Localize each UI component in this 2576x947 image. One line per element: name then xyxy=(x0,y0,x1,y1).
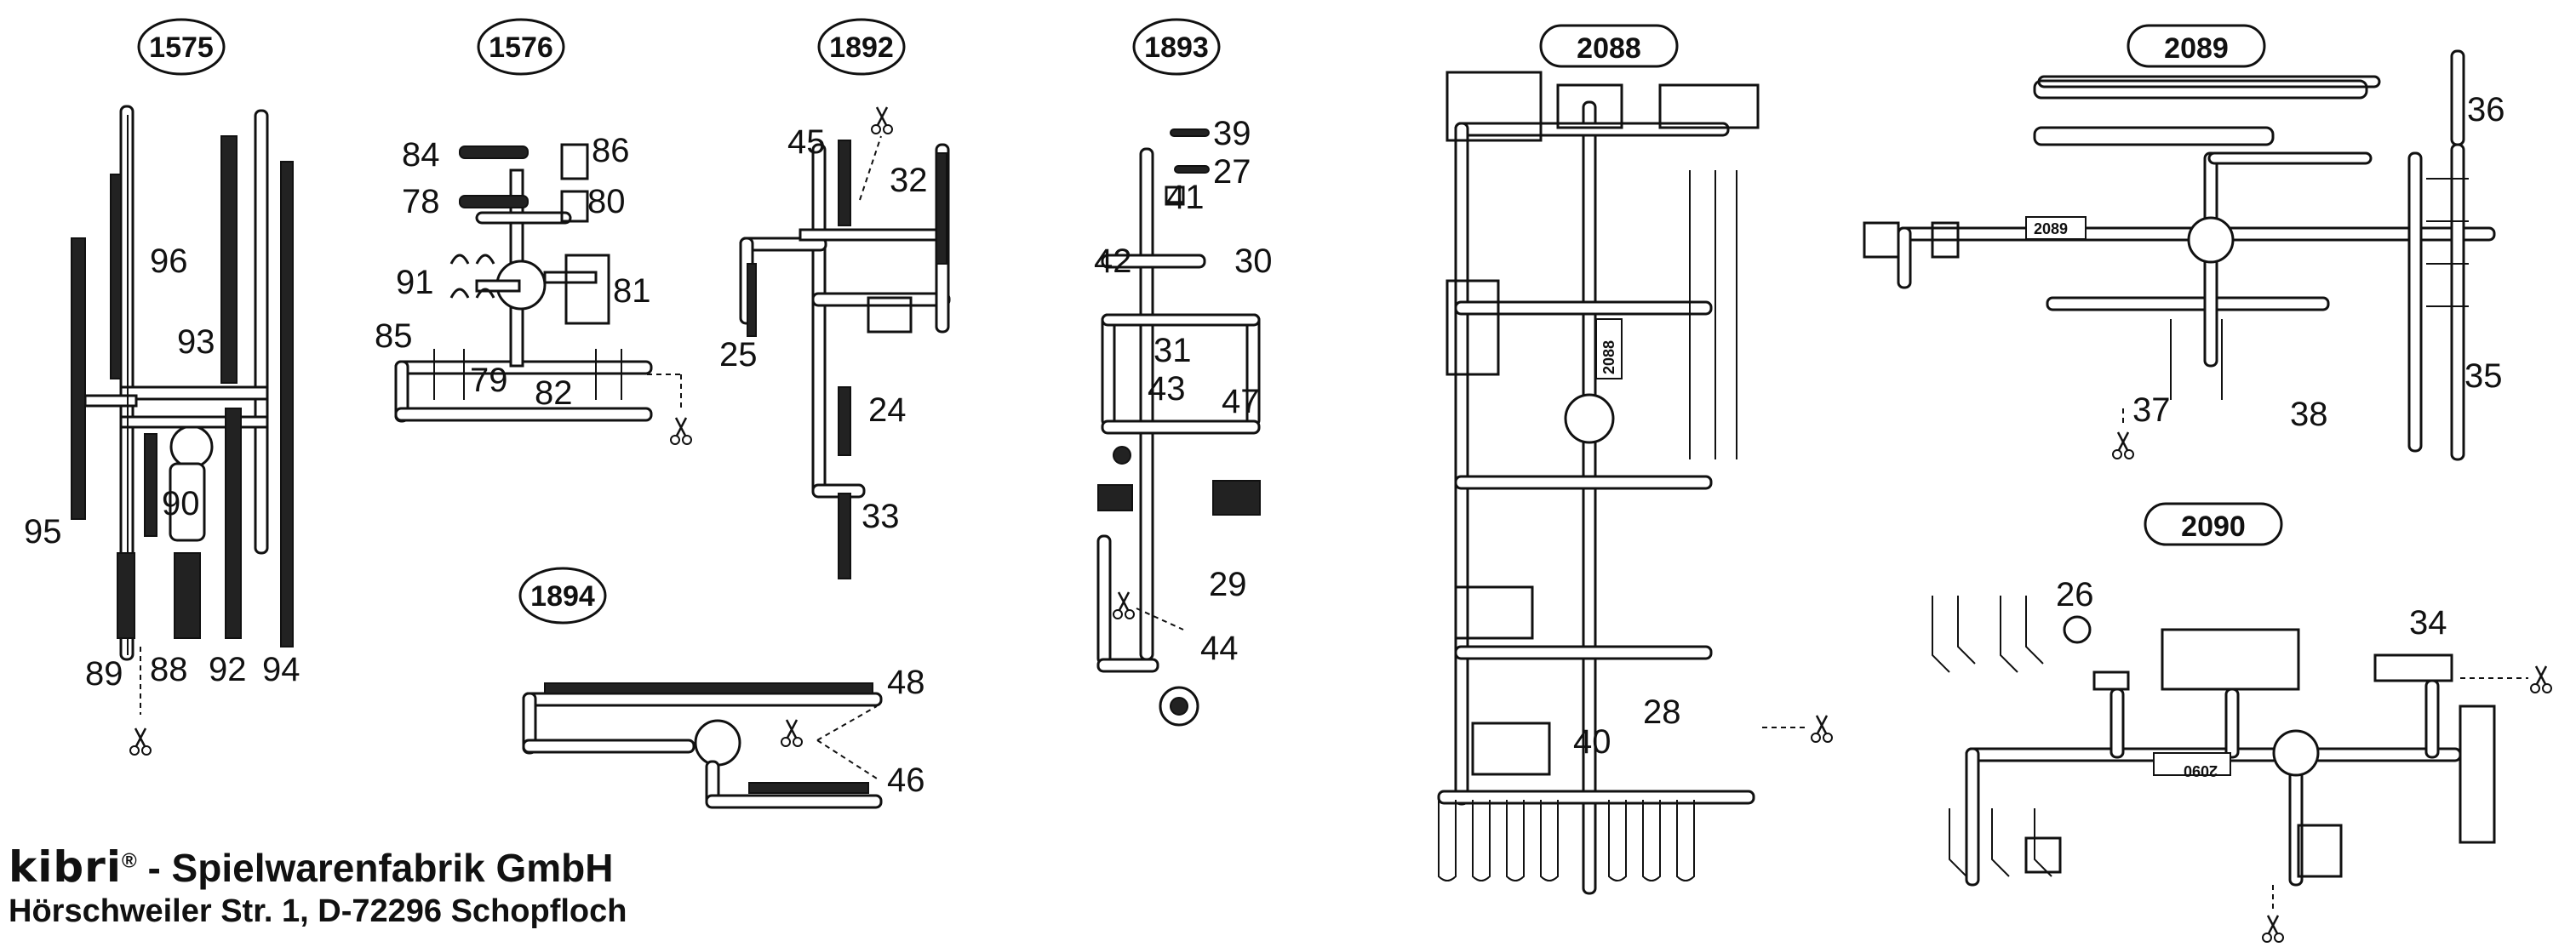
part-number: 25 xyxy=(719,336,758,374)
part-number: 42 xyxy=(1094,242,1132,280)
sprue-2089: 2089 2089 36 35 37 38 xyxy=(1863,24,2505,461)
part-number: 45 xyxy=(787,123,826,161)
dark-part-group xyxy=(1097,128,1261,727)
part-number: 40 xyxy=(1573,723,1611,761)
part-number: 82 xyxy=(535,374,573,412)
part-number: 39 xyxy=(1213,115,1251,152)
part-number: 31 xyxy=(1153,332,1192,369)
part-number: 94 xyxy=(262,651,301,688)
sheet-id: 1892 xyxy=(829,31,894,64)
molded-label: 2090 xyxy=(2184,762,2218,779)
part-number: 96 xyxy=(150,242,188,280)
part-number: 29 xyxy=(1209,566,1247,603)
sheet-id-oval xyxy=(817,18,906,76)
part-number: 32 xyxy=(890,162,928,199)
scissors-icon xyxy=(870,106,894,135)
part-number: 81 xyxy=(613,272,651,310)
company-address: Hörschweiler Str. 1, D-72296 Schopfloch xyxy=(9,893,627,929)
sprue-2090: 2090 2090 26 34 xyxy=(1932,502,2553,944)
scissors-icon xyxy=(1810,714,1834,744)
part-number: 92 xyxy=(209,651,247,688)
scissors-icon xyxy=(129,727,152,756)
part-number: 80 xyxy=(587,183,626,220)
part-number: 86 xyxy=(592,132,630,169)
sheet-id: 2088 xyxy=(1577,32,1641,65)
part-number: 89 xyxy=(85,655,123,693)
part-number: 35 xyxy=(2464,357,2503,395)
sprue-1892: 1892 45 32 25 24 33 xyxy=(719,18,951,579)
sprue-frame: 2089 xyxy=(1863,49,2496,461)
sheet-id: 1576 xyxy=(489,31,553,64)
part-number: 85 xyxy=(375,317,413,355)
sheet-id-oval xyxy=(2144,502,2283,546)
sheet-id-oval xyxy=(1132,18,1221,76)
part-number: 47 xyxy=(1222,383,1260,420)
part-number: 38 xyxy=(2290,396,2328,433)
part-number: 84 xyxy=(402,136,440,174)
part-number: 41 xyxy=(1166,179,1205,216)
sheet-id-oval xyxy=(137,18,226,76)
molded-label: 2089 xyxy=(2034,220,2068,237)
sheet-id-oval xyxy=(1539,24,1679,68)
part-number: 44 xyxy=(1200,630,1239,667)
sprue-1576: 1576 84 86 78 80 91 81 85 xyxy=(375,18,693,446)
part-number: 37 xyxy=(2132,391,2171,429)
sprue-1575: 1575 96 93 95 90 89 88 92 94 xyxy=(24,18,301,756)
scissors-icon xyxy=(2111,431,2135,460)
sheet-id: 1893 xyxy=(1144,31,1209,64)
dark-part-group xyxy=(71,135,294,647)
scissors-icon xyxy=(2529,665,2553,694)
part-number: 93 xyxy=(177,323,215,361)
part-number: 43 xyxy=(1148,370,1186,408)
scissors-icon xyxy=(669,416,693,446)
dark-part-group xyxy=(544,682,873,794)
sprue-2088: 2088 2088 40 28 xyxy=(1437,24,1834,895)
sprue-frame xyxy=(394,168,653,423)
brand-name: kibri xyxy=(9,842,122,892)
part-number: 88 xyxy=(150,651,188,688)
scissors-icon xyxy=(1112,590,1136,620)
part-number: 24 xyxy=(868,391,907,429)
part-number: 90 xyxy=(162,485,200,522)
sheet-id-oval xyxy=(2127,24,2266,68)
part-number: 34 xyxy=(2409,604,2447,642)
sprue-1893: 1893 39 27 41 42 30 31 43 47 29 xyxy=(1094,18,1273,727)
part-number: 27 xyxy=(1213,153,1251,191)
sheet-id: 1894 xyxy=(530,580,595,613)
part-number: 78 xyxy=(402,183,440,220)
sheet-id-oval xyxy=(477,18,565,76)
registered-mark: ® xyxy=(121,849,137,873)
sprue-frame: 2090 xyxy=(1932,596,2496,887)
sprue-frame xyxy=(522,692,883,809)
part-number: 28 xyxy=(1643,693,1681,731)
scissors-icon xyxy=(2261,914,2285,944)
sheet-id: 2089 xyxy=(2164,32,2229,65)
sprue-1894: 1894 48 46 xyxy=(518,567,925,809)
part-number: 46 xyxy=(887,762,925,799)
sprue-frame xyxy=(83,105,269,661)
molded-label: 2088 xyxy=(1600,340,1617,374)
sprue-frame: 2088 xyxy=(1437,71,1760,895)
part-number: 30 xyxy=(1234,242,1273,280)
company-line: kibri® - Spielwarenfabrik GmbH xyxy=(9,842,613,892)
part-number: 26 xyxy=(2056,576,2094,613)
sheet-id: 1575 xyxy=(149,31,214,64)
company-name: - Spielwarenfabrik GmbH xyxy=(136,846,614,890)
part-number: 95 xyxy=(24,513,62,551)
sprue-frame xyxy=(1096,147,1261,673)
dark-part-group xyxy=(747,140,947,579)
part-number: 79 xyxy=(470,362,508,399)
sheet-id-oval xyxy=(518,567,607,625)
sheet-id: 2090 xyxy=(2181,511,2246,543)
scissors-icon xyxy=(780,718,804,748)
part-number: 36 xyxy=(2467,91,2505,128)
part-number: 91 xyxy=(396,264,434,301)
part-number: 48 xyxy=(887,664,925,701)
part-number: 33 xyxy=(862,498,900,535)
dark-part-group xyxy=(433,143,622,400)
